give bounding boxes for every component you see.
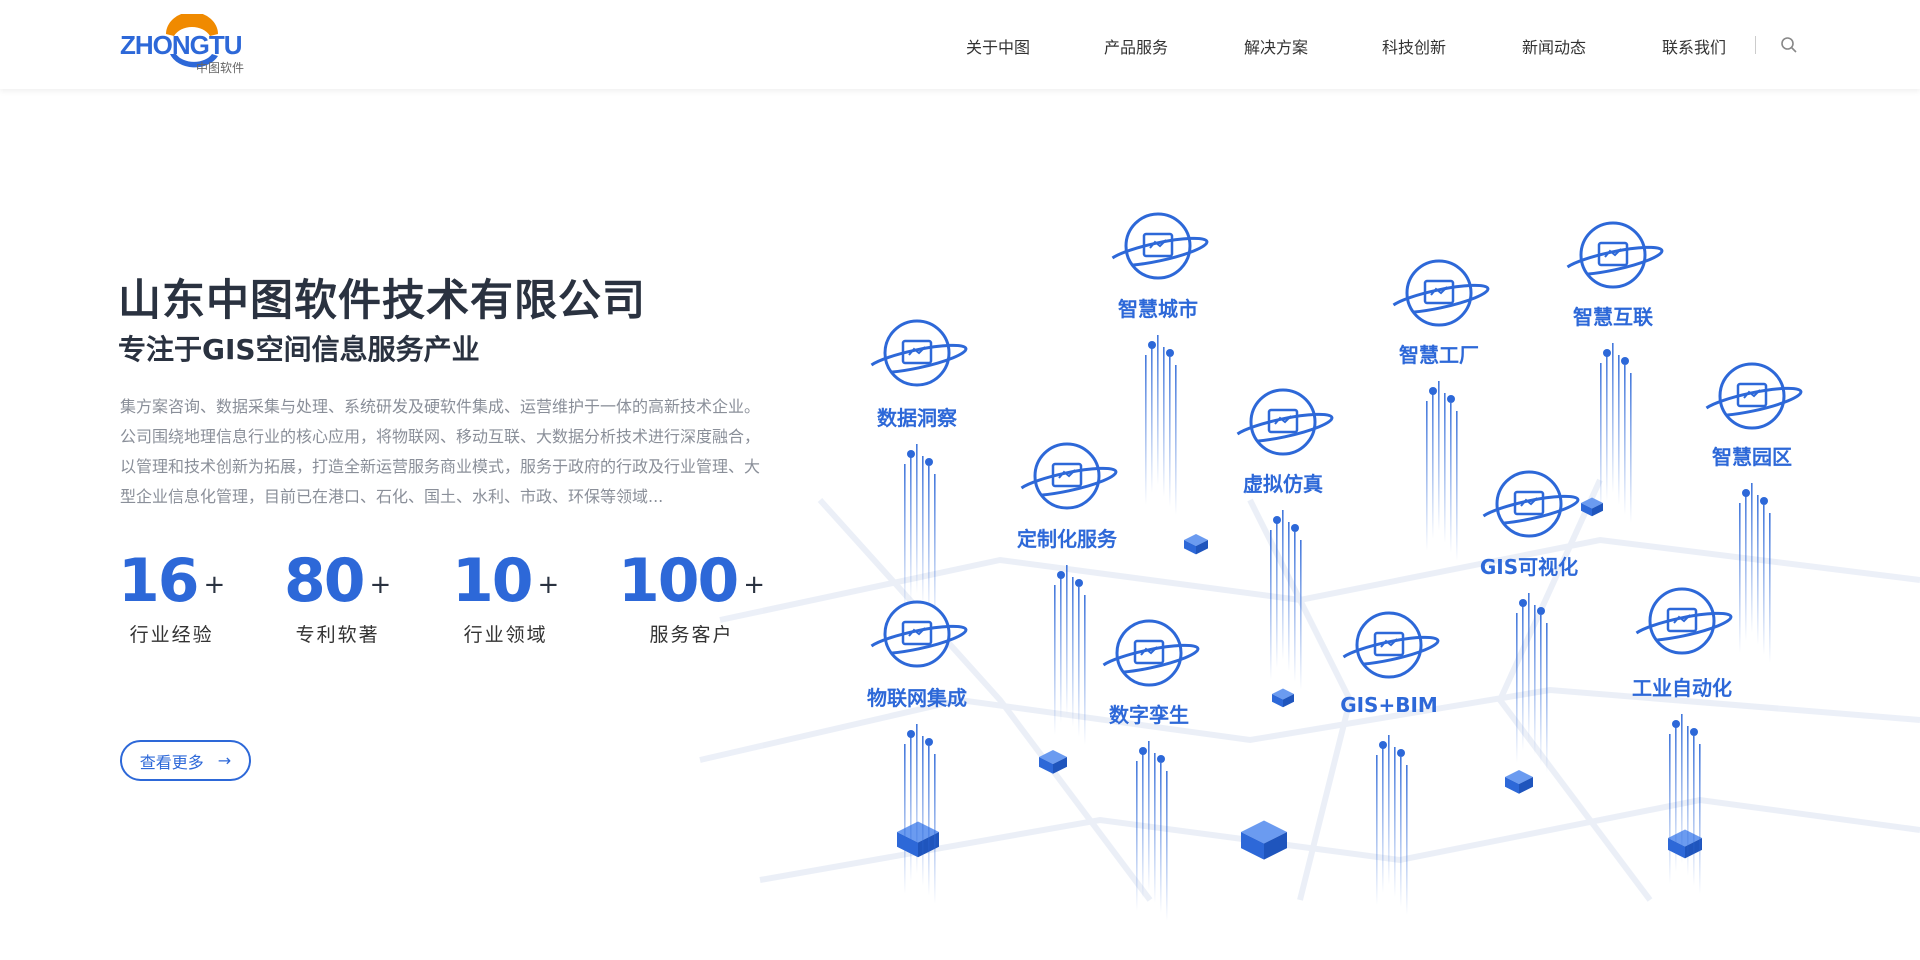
stat-value: 80 bbox=[284, 546, 365, 616]
stat-patents: 80+ 专利软著 bbox=[284, 548, 391, 647]
monitor-chart-icon bbox=[866, 319, 968, 387]
stat-value: 100 bbox=[618, 546, 739, 616]
nav-news[interactable]: 新闻动态 bbox=[1521, 38, 1587, 57]
header: ZHONGTU 中图软件 关于中图 产品服务 解决方案 科技创新 新闻动态 联系… bbox=[0, 0, 1920, 89]
node-label[interactable]: 智慧园区 bbox=[1712, 445, 1792, 469]
nav-innovation[interactable]: 科技创新 bbox=[1381, 38, 1447, 57]
node-digital-globe[interactable] bbox=[1098, 619, 1200, 921]
nav-contact[interactable]: 联系我们 bbox=[1661, 38, 1727, 57]
stat-suffix: + bbox=[369, 570, 392, 600]
signal-lines bbox=[1600, 343, 1632, 523]
nav-about[interactable]: 关于中图 bbox=[965, 38, 1031, 57]
digital-globe-icon bbox=[1098, 619, 1200, 687]
node-buildings[interactable] bbox=[1107, 212, 1209, 515]
node-label[interactable]: GIS+BIM bbox=[1340, 693, 1438, 717]
node-label[interactable]: 智慧互联 bbox=[1573, 305, 1653, 329]
search-icon[interactable] bbox=[1780, 36, 1798, 54]
camera-location-icon bbox=[1478, 470, 1580, 538]
buildings-icon bbox=[1107, 212, 1209, 280]
stat-industries: 10+ 行业领域 bbox=[452, 548, 559, 647]
stat-label: 服务客户 bbox=[649, 624, 734, 646]
signal-lines bbox=[1270, 510, 1302, 690]
svg-text:中图软件: 中图软件 bbox=[196, 60, 244, 74]
signal-lines bbox=[1669, 714, 1701, 894]
node-label[interactable]: 物联网集成 bbox=[867, 686, 967, 710]
nav-products[interactable]: 产品服务 bbox=[1103, 38, 1169, 57]
factory-icon bbox=[1388, 259, 1490, 327]
signal-lines bbox=[1426, 381, 1458, 561]
signal-lines bbox=[904, 724, 936, 904]
node-label[interactable]: 数据洞察 bbox=[877, 406, 957, 430]
arrow-right-icon: → bbox=[217, 751, 232, 770]
park-icon bbox=[1701, 362, 1803, 430]
stat-label: 行业经验 bbox=[129, 624, 214, 646]
node-label[interactable]: 智慧工厂 bbox=[1399, 343, 1479, 367]
node-code-window[interactable] bbox=[1016, 442, 1118, 745]
signal-lines bbox=[1376, 735, 1408, 915]
nav-solutions[interactable]: 解决方案 bbox=[1243, 38, 1309, 57]
cube-icon bbox=[1184, 534, 1208, 555]
stat-value: 16 bbox=[118, 546, 199, 616]
node-bim-monitor[interactable] bbox=[1338, 611, 1440, 915]
bim-monitor-icon bbox=[1338, 611, 1440, 679]
node-label[interactable]: 虚拟仿真 bbox=[1243, 472, 1323, 496]
stat-suffix: + bbox=[743, 570, 766, 600]
company-subtitle: 专注于GIS空间信息服务产业 bbox=[118, 333, 480, 366]
nav-divider bbox=[1755, 36, 1756, 54]
globe-icon bbox=[1562, 221, 1664, 289]
zhongtu-logo[interactable]: ZHONGTU 中图软件 bbox=[118, 14, 278, 74]
company-title: 山东中图软件技术有限公司 bbox=[118, 276, 646, 326]
cube-icon bbox=[1241, 820, 1287, 860]
cube-icon bbox=[1272, 688, 1294, 708]
robot-arm-icon bbox=[1631, 587, 1733, 655]
stat-clients: 100+ 服务客户 bbox=[618, 548, 765, 647]
iot-network-icon bbox=[866, 600, 968, 668]
node-factory[interactable] bbox=[1388, 259, 1490, 561]
signal-lines bbox=[1739, 483, 1771, 663]
code-window-icon bbox=[1016, 442, 1118, 510]
node-robot-arm[interactable] bbox=[1631, 587, 1733, 894]
node-label[interactable]: 智慧城市 bbox=[1118, 297, 1198, 321]
node-monitor-chart[interactable] bbox=[866, 319, 968, 624]
signal-lines bbox=[1145, 335, 1177, 515]
signal-lines bbox=[1516, 593, 1548, 773]
signal-lines bbox=[904, 444, 936, 624]
node-globe[interactable] bbox=[1562, 221, 1664, 523]
stat-suffix: + bbox=[203, 570, 226, 600]
node-label[interactable]: 数字孪生 bbox=[1109, 703, 1189, 727]
vr-headset-icon bbox=[1232, 388, 1334, 456]
view-more-label: 查看更多 bbox=[139, 752, 204, 772]
node-camera-location[interactable] bbox=[1478, 470, 1580, 773]
node-label[interactable]: 工业自动化 bbox=[1632, 676, 1732, 700]
svg-text:ZHONGTU: ZHONGTU bbox=[120, 30, 242, 60]
node-iot-network[interactable] bbox=[866, 600, 968, 904]
company-description: 集方案咨询、数据采集与处理、系统研发及硬软件集成、运营维护于一体的高新技术企业。… bbox=[120, 397, 761, 506]
cube-icon bbox=[1505, 770, 1533, 794]
node-label[interactable]: GIS可视化 bbox=[1479, 555, 1579, 579]
signal-lines bbox=[1054, 565, 1086, 745]
cube-icon bbox=[1668, 829, 1702, 859]
view-more-button[interactable]: 查看更多 → bbox=[120, 740, 251, 781]
stat-suffix: + bbox=[537, 570, 560, 600]
stat-value: 10 bbox=[452, 546, 533, 616]
node-park[interactable] bbox=[1701, 362, 1803, 663]
cube-icon bbox=[1039, 750, 1067, 774]
stat-label: 行业领域 bbox=[463, 624, 548, 646]
node-label[interactable]: 定制化服务 bbox=[1017, 527, 1117, 551]
stat-experience: 16+ 行业经验 bbox=[118, 548, 225, 647]
node-vr-headset[interactable] bbox=[1232, 388, 1334, 690]
signal-lines bbox=[1136, 741, 1168, 921]
stat-label: 专利软著 bbox=[295, 624, 380, 646]
